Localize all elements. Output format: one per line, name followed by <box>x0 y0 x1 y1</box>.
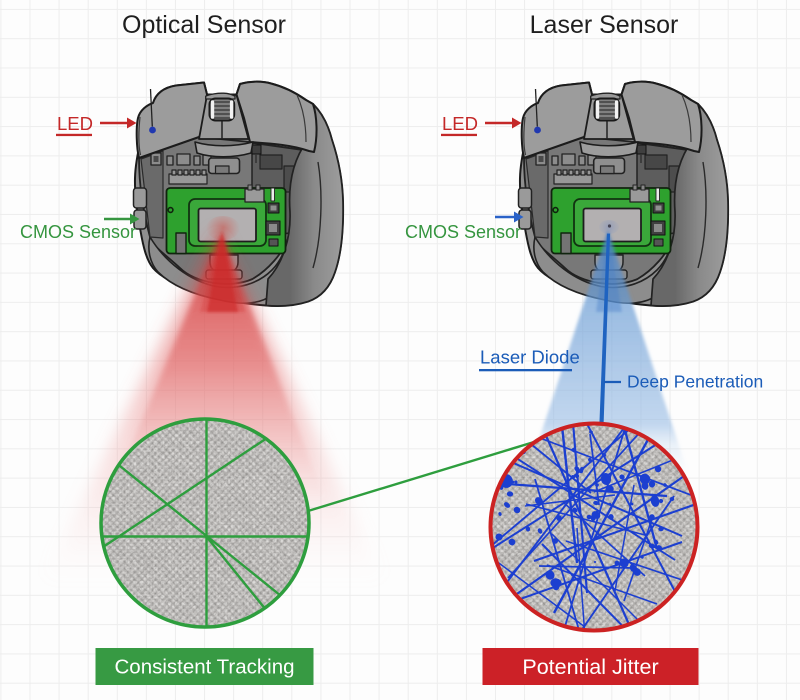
svg-text:Consistent Tracking: Consistent Tracking <box>114 656 294 679</box>
svg-text:Laser Diode: Laser Diode <box>480 347 580 368</box>
svg-text:LED: LED <box>57 113 93 134</box>
svg-text:Laser Sensor: Laser Sensor <box>530 11 679 39</box>
svg-text:Deep Penetration: Deep Penetration <box>627 372 763 392</box>
svg-text:CMOS Sensor: CMOS Sensor <box>20 222 136 242</box>
svg-text:CMOS Sensor: CMOS Sensor <box>405 222 521 242</box>
svg-text:Potential Jitter: Potential Jitter <box>522 655 658 679</box>
svg-text:LED: LED <box>442 113 478 134</box>
svg-text:Optical Sensor: Optical Sensor <box>122 11 286 39</box>
